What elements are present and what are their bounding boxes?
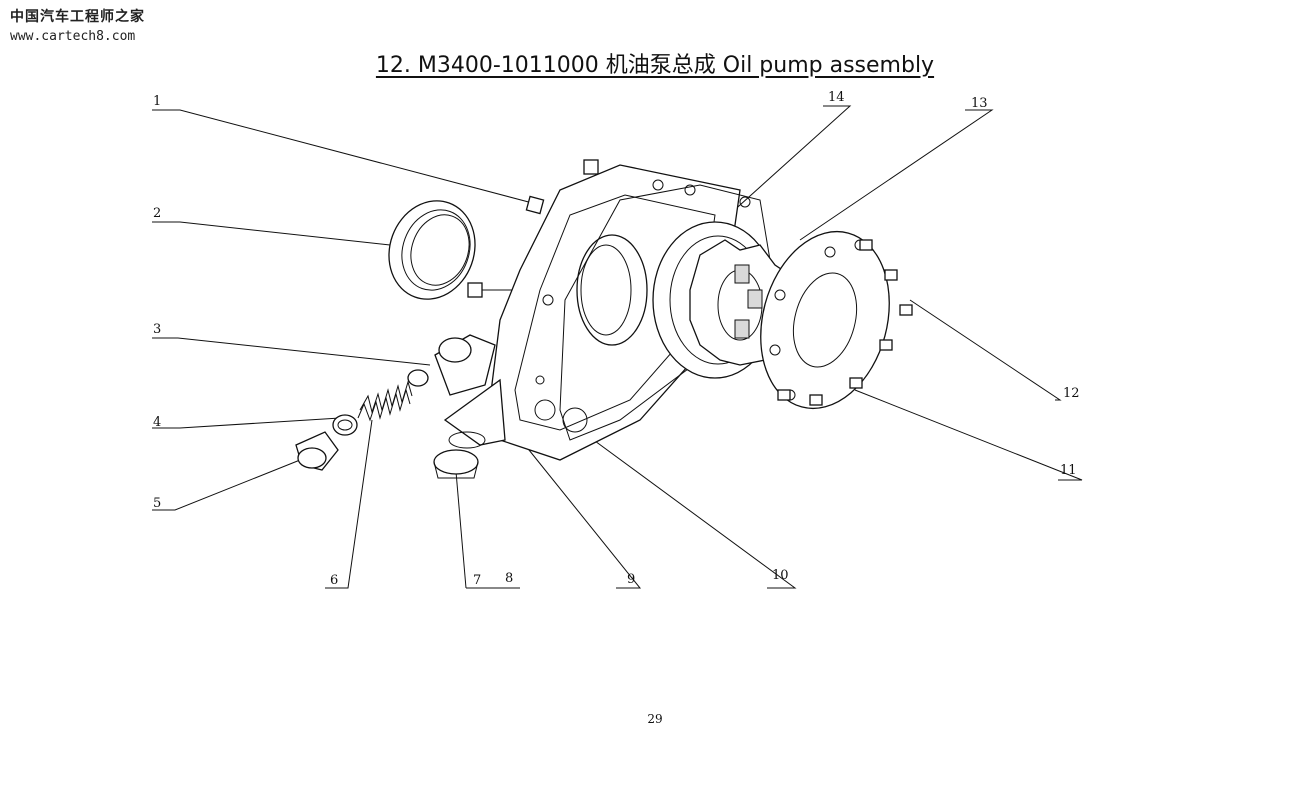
part-seal-ring: [388, 200, 476, 300]
callout-labels: 1 2 3 4 5 6 7 8 9 10 11 12 13 14: [153, 90, 1080, 588]
part-washer: [332, 414, 358, 436]
callout-13: 13: [971, 96, 988, 111]
watermark: 中国汽车工程师之家 www.cartech8.com: [10, 6, 145, 44]
callout-9: 9: [627, 572, 635, 587]
callout-1: 1: [153, 94, 161, 109]
callout-8: 8: [505, 571, 513, 586]
part-spring: [357, 380, 413, 422]
page-title-text: 12. M3400-1011000 机油泵总成 Oil pump assembl…: [375, 53, 935, 78]
callout-11: 11: [1060, 463, 1077, 478]
callout-4: 4: [153, 415, 161, 430]
part-bolts: [467, 159, 599, 298]
callout-12: 12: [1063, 386, 1080, 401]
part-cover-bolts: [777, 239, 913, 406]
callout-7: 7: [473, 573, 481, 588]
watermark-url: www.cartech8.com: [10, 29, 136, 44]
callout-3: 3: [153, 322, 161, 337]
part-filter-cup: [433, 378, 506, 479]
watermark-cn: 中国汽车工程师之家: [10, 9, 145, 25]
callout-2: 2: [153, 206, 161, 221]
part-plug: [295, 431, 339, 471]
callout-14: 14: [828, 90, 845, 105]
callout-6: 6: [330, 573, 338, 588]
leader-lines: [152, 105, 1083, 589]
callout-5: 5: [153, 496, 161, 511]
page-number: 29: [647, 712, 663, 726]
part-pump-cover: [760, 230, 890, 410]
page-title: 12. M3400-1011000 机油泵总成 Oil pump assembl…: [0, 47, 1310, 79]
part-valve-sleeve: [407, 334, 496, 396]
callout-10: 10: [772, 568, 789, 583]
